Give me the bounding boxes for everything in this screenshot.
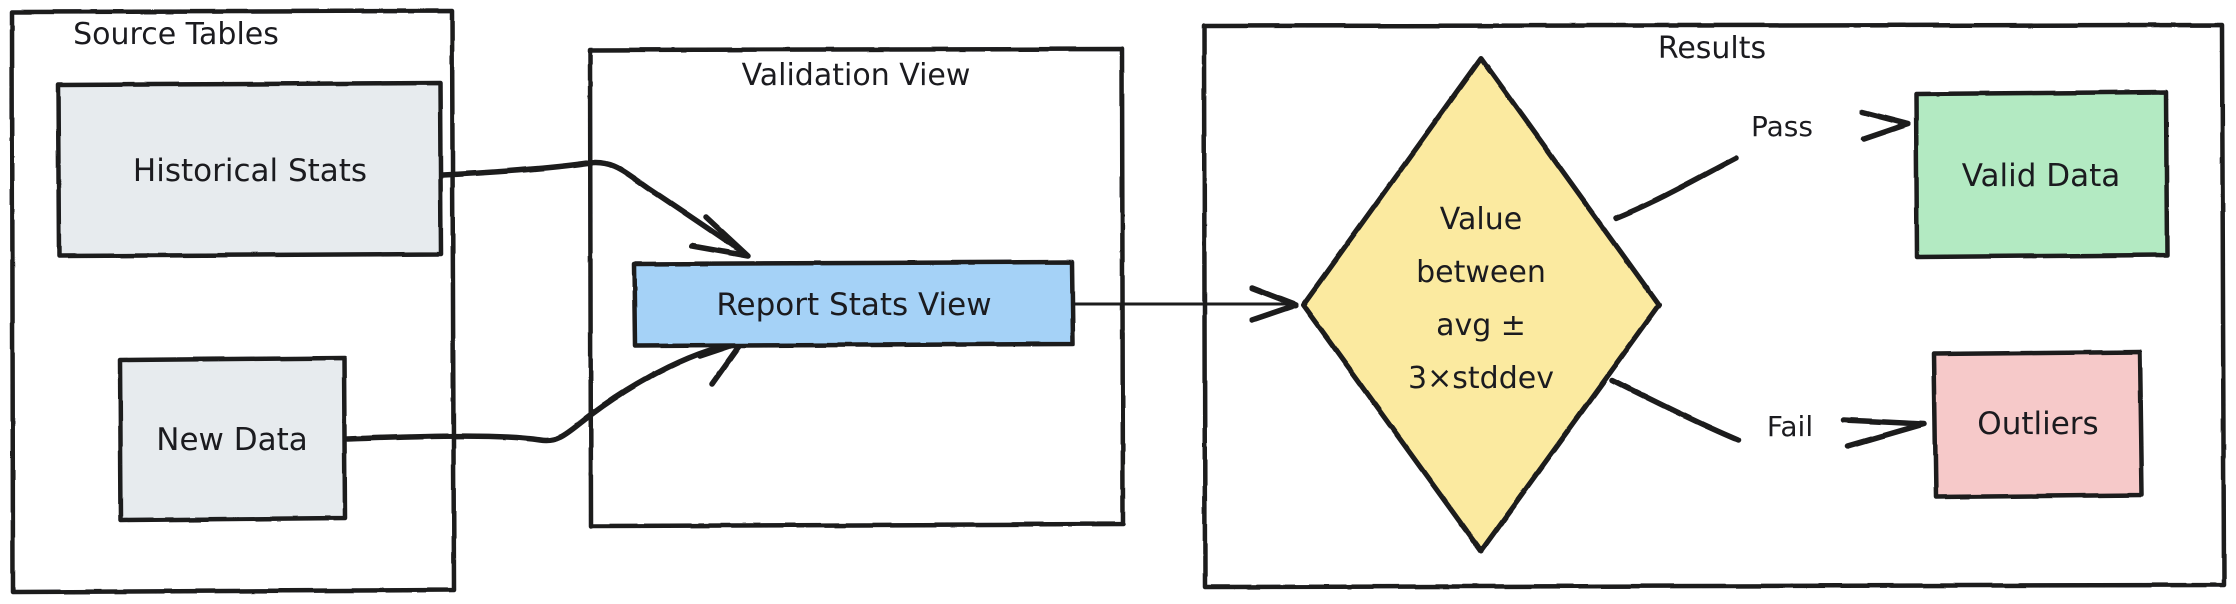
node-valid-data[interactable]: Valid Data	[1913, 89, 2170, 260]
node-decision-label-line-3: avg ±	[1436, 308, 1526, 343]
node-historical-stats-label: Historical Stats	[133, 153, 367, 189]
node-historical-stats[interactable]: Historical Stats	[55, 80, 444, 259]
edge-decision-pass-arrowhead	[1859, 109, 1911, 142]
edge-newdata-to-report-line	[344, 341, 741, 444]
group-results: Results	[1201, 22, 2227, 590]
node-new-data-label: New Data	[156, 422, 308, 458]
group-results-border	[1201, 22, 2227, 590]
node-decision-label-line-2: between	[1416, 255, 1546, 290]
node-decision-label-line-4: 3×stddev	[1408, 361, 1554, 396]
group-source-tables: Source Tables	[9, 8, 457, 595]
node-valid-data-box	[1913, 89, 2170, 260]
group-source-tables-label: Source Tables	[73, 17, 279, 52]
edge-newdata-to-report-arrowhead	[697, 339, 745, 387]
node-decision-diamond	[1300, 55, 1662, 554]
group-validation-view-label: Validation View	[742, 58, 971, 93]
edge-decision-pass: Pass	[1613, 109, 1911, 221]
node-valid-data-label: Valid Data	[1962, 158, 2121, 194]
edge-decision-pass-label: Pass	[1751, 110, 1813, 143]
edge-report-to-decision-line	[1073, 300, 1291, 308]
node-decision-label-line-1: Value	[1440, 202, 1522, 237]
group-source-tables-border	[9, 8, 457, 595]
node-historical-stats-box	[55, 80, 444, 259]
edge-historical-to-report-arrowhead	[689, 214, 751, 259]
edge-decision-fail: Fail	[1609, 377, 1927, 449]
group-results-label: Results	[1658, 31, 1766, 66]
group-validation-view-border	[587, 46, 1126, 529]
node-report-stats-view-label: Report Stats View	[716, 287, 991, 323]
edge-newdata-to-report	[344, 339, 745, 444]
node-new-data-box	[117, 355, 348, 523]
edge-decision-fail-label: Fail	[1767, 410, 1813, 443]
edge-report-to-decision	[1073, 285, 1299, 323]
node-report-stats-view[interactable]: Report Stats View	[631, 259, 1076, 349]
node-outliers[interactable]: Outliers	[1931, 349, 2145, 500]
node-outliers-box	[1931, 349, 2145, 500]
node-new-data[interactable]: New Data	[117, 355, 348, 523]
edge-decision-pass-line	[1613, 155, 1739, 221]
edge-report-to-decision-arrowhead	[1249, 285, 1299, 323]
edge-historical-to-report	[440, 159, 751, 259]
edge-decision-fail-arrowhead	[1841, 417, 1927, 449]
group-validation-view: Validation View	[587, 46, 1126, 529]
node-outliers-label: Outliers	[1977, 406, 2098, 442]
node-report-stats-view-box	[631, 259, 1076, 349]
edge-historical-to-report-line	[440, 159, 747, 256]
node-decision[interactable]: Value between avg ± 3×stddev	[1300, 55, 1662, 554]
edge-decision-fail-line	[1609, 377, 1741, 443]
